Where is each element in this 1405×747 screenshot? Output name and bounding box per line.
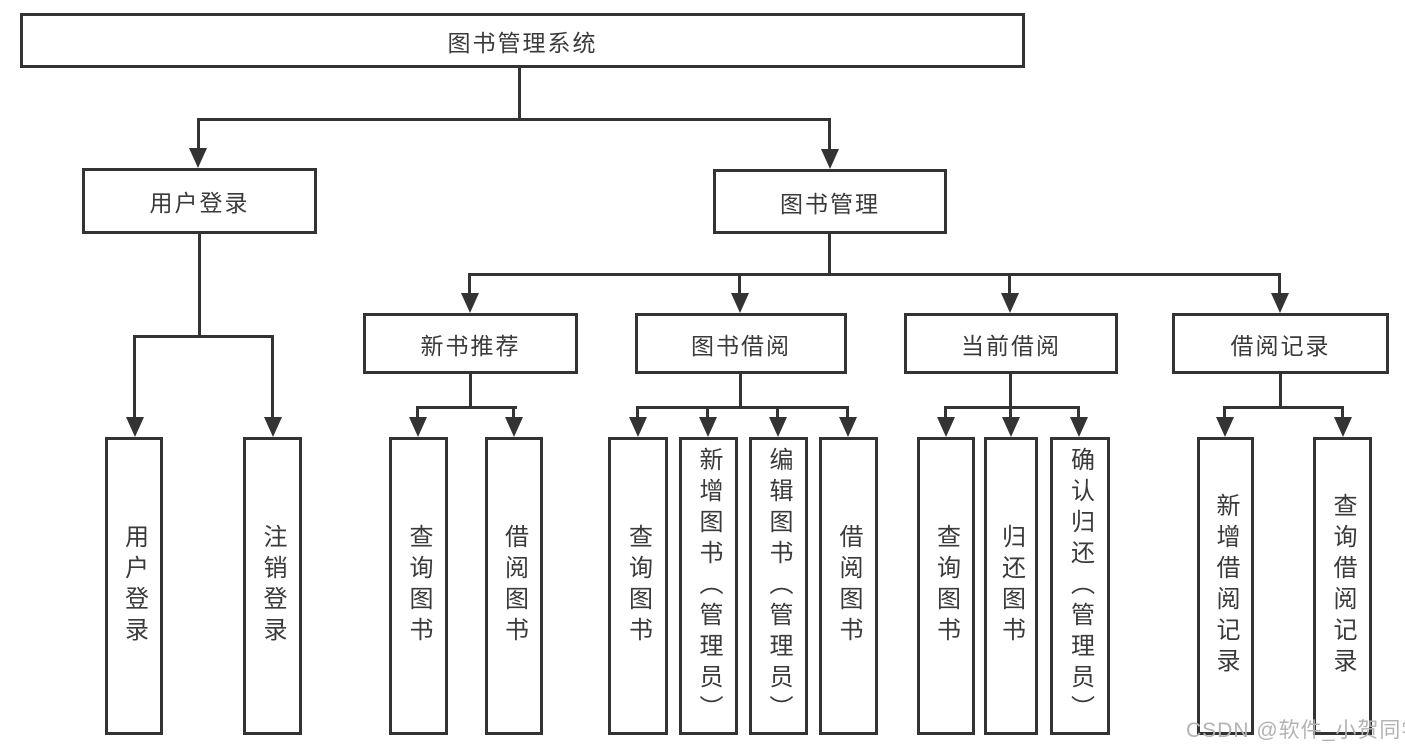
connector-new-books-bar (416, 406, 517, 409)
node-new-book-recommend: 新书推荐 (363, 313, 578, 374)
arrow-down-icon (1002, 417, 1020, 437)
connector-leaf-drop (271, 335, 274, 419)
connector-leaf-drop (1223, 406, 1226, 419)
leaf-return-books: 归还图书 (984, 437, 1038, 735)
leaf-add-books-admin: 新增图书（管理员） (679, 437, 738, 735)
connector-borrow-records-stem (1279, 374, 1282, 408)
leaf-confirm-return-admin: 确认归还（管理员） (1050, 437, 1110, 735)
node-current-borrow: 当前借阅 (904, 313, 1118, 374)
arrow-down-icon (1334, 417, 1352, 437)
arrow-down-icon (461, 293, 479, 313)
leaf-edit-books-admin: 编辑图书（管理员） (749, 437, 808, 735)
connector-leaf-drop (636, 406, 639, 419)
connector-leaf-drop (1009, 406, 1012, 419)
arrow-down-icon (769, 417, 787, 437)
connector-leaf-drop (416, 406, 419, 419)
arrow-down-icon (1001, 293, 1019, 313)
connector-user-login-bar (133, 335, 274, 338)
leaf-query-borrow-record: 查询借阅记录 (1313, 437, 1372, 735)
node-borrow-records: 借阅记录 (1172, 313, 1389, 374)
connector-leaf-drop (1341, 406, 1344, 419)
arrow-down-icon (409, 417, 427, 437)
node-book-borrow: 图书借阅 (635, 313, 847, 374)
node-book-management: 图书管理 (713, 169, 947, 234)
arrow-down-icon (505, 417, 523, 437)
connector-borrow-records-bar (1223, 406, 1344, 409)
leaf-user-login: 用户登录 (105, 437, 163, 735)
arrow-down-icon (821, 149, 839, 169)
connector-leaf-drop (1077, 406, 1080, 419)
connector-leaf-drop (512, 406, 515, 419)
arrow-down-icon (1216, 417, 1234, 437)
arrow-down-icon (1070, 417, 1088, 437)
connector-book-borrow-stem (739, 374, 742, 408)
connector-leaf-drop (944, 406, 947, 419)
connector-level3-drop (1278, 273, 1281, 295)
connector-level2-bar (197, 118, 831, 121)
leaf-query-books-recommend: 查询图书 (389, 437, 448, 735)
connector-new-books-stem (469, 374, 472, 408)
node-user-login: 用户登录 (82, 168, 317, 234)
connector-book-borrow-bar (636, 406, 849, 409)
leaf-logout: 注销登录 (243, 437, 302, 735)
connector-leaf-drop (776, 406, 779, 419)
arrow-down-icon (1271, 293, 1289, 313)
arrow-down-icon (699, 417, 717, 437)
connector-level3-bar (468, 273, 1281, 276)
connector-level3-drop (738, 273, 741, 295)
connector-leaf-drop (706, 406, 709, 419)
arrow-down-icon (731, 293, 749, 313)
connector-root-stem (518, 68, 521, 120)
connector-level3-drop (1008, 273, 1011, 295)
connector-book-mgmt-stem (828, 234, 831, 275)
leaf-query-books-borrow: 查询图书 (608, 437, 668, 735)
connector-current-borrow-stem (1009, 374, 1012, 408)
csdn-watermark: CSDN @软件_小贺同学 (1186, 719, 1405, 742)
leaf-borrow-books: 借阅图书 (819, 437, 878, 735)
leaf-query-books-current: 查询图书 (917, 437, 975, 735)
connector-leaf-drop (133, 335, 136, 419)
leaf-borrow-books-recommend: 借阅图书 (485, 437, 543, 735)
connector-user-login-stem (198, 234, 201, 338)
arrow-down-icon (839, 417, 857, 437)
connector-current-borrow-bar (944, 406, 1080, 409)
arrow-down-icon (189, 148, 207, 168)
arrow-down-icon (264, 417, 282, 437)
node-root: 图书管理系统 (20, 13, 1025, 68)
connector-book-mgmt-drop (828, 118, 831, 151)
arrow-down-icon (629, 417, 647, 437)
connector-level3-drop (468, 273, 471, 295)
connector-leaf-drop (846, 406, 849, 419)
arrow-down-icon (937, 417, 955, 437)
arrow-down-icon (126, 417, 144, 437)
connector-user-login-drop (197, 118, 200, 151)
leaf-add-borrow-record: 新增借阅记录 (1197, 437, 1254, 735)
